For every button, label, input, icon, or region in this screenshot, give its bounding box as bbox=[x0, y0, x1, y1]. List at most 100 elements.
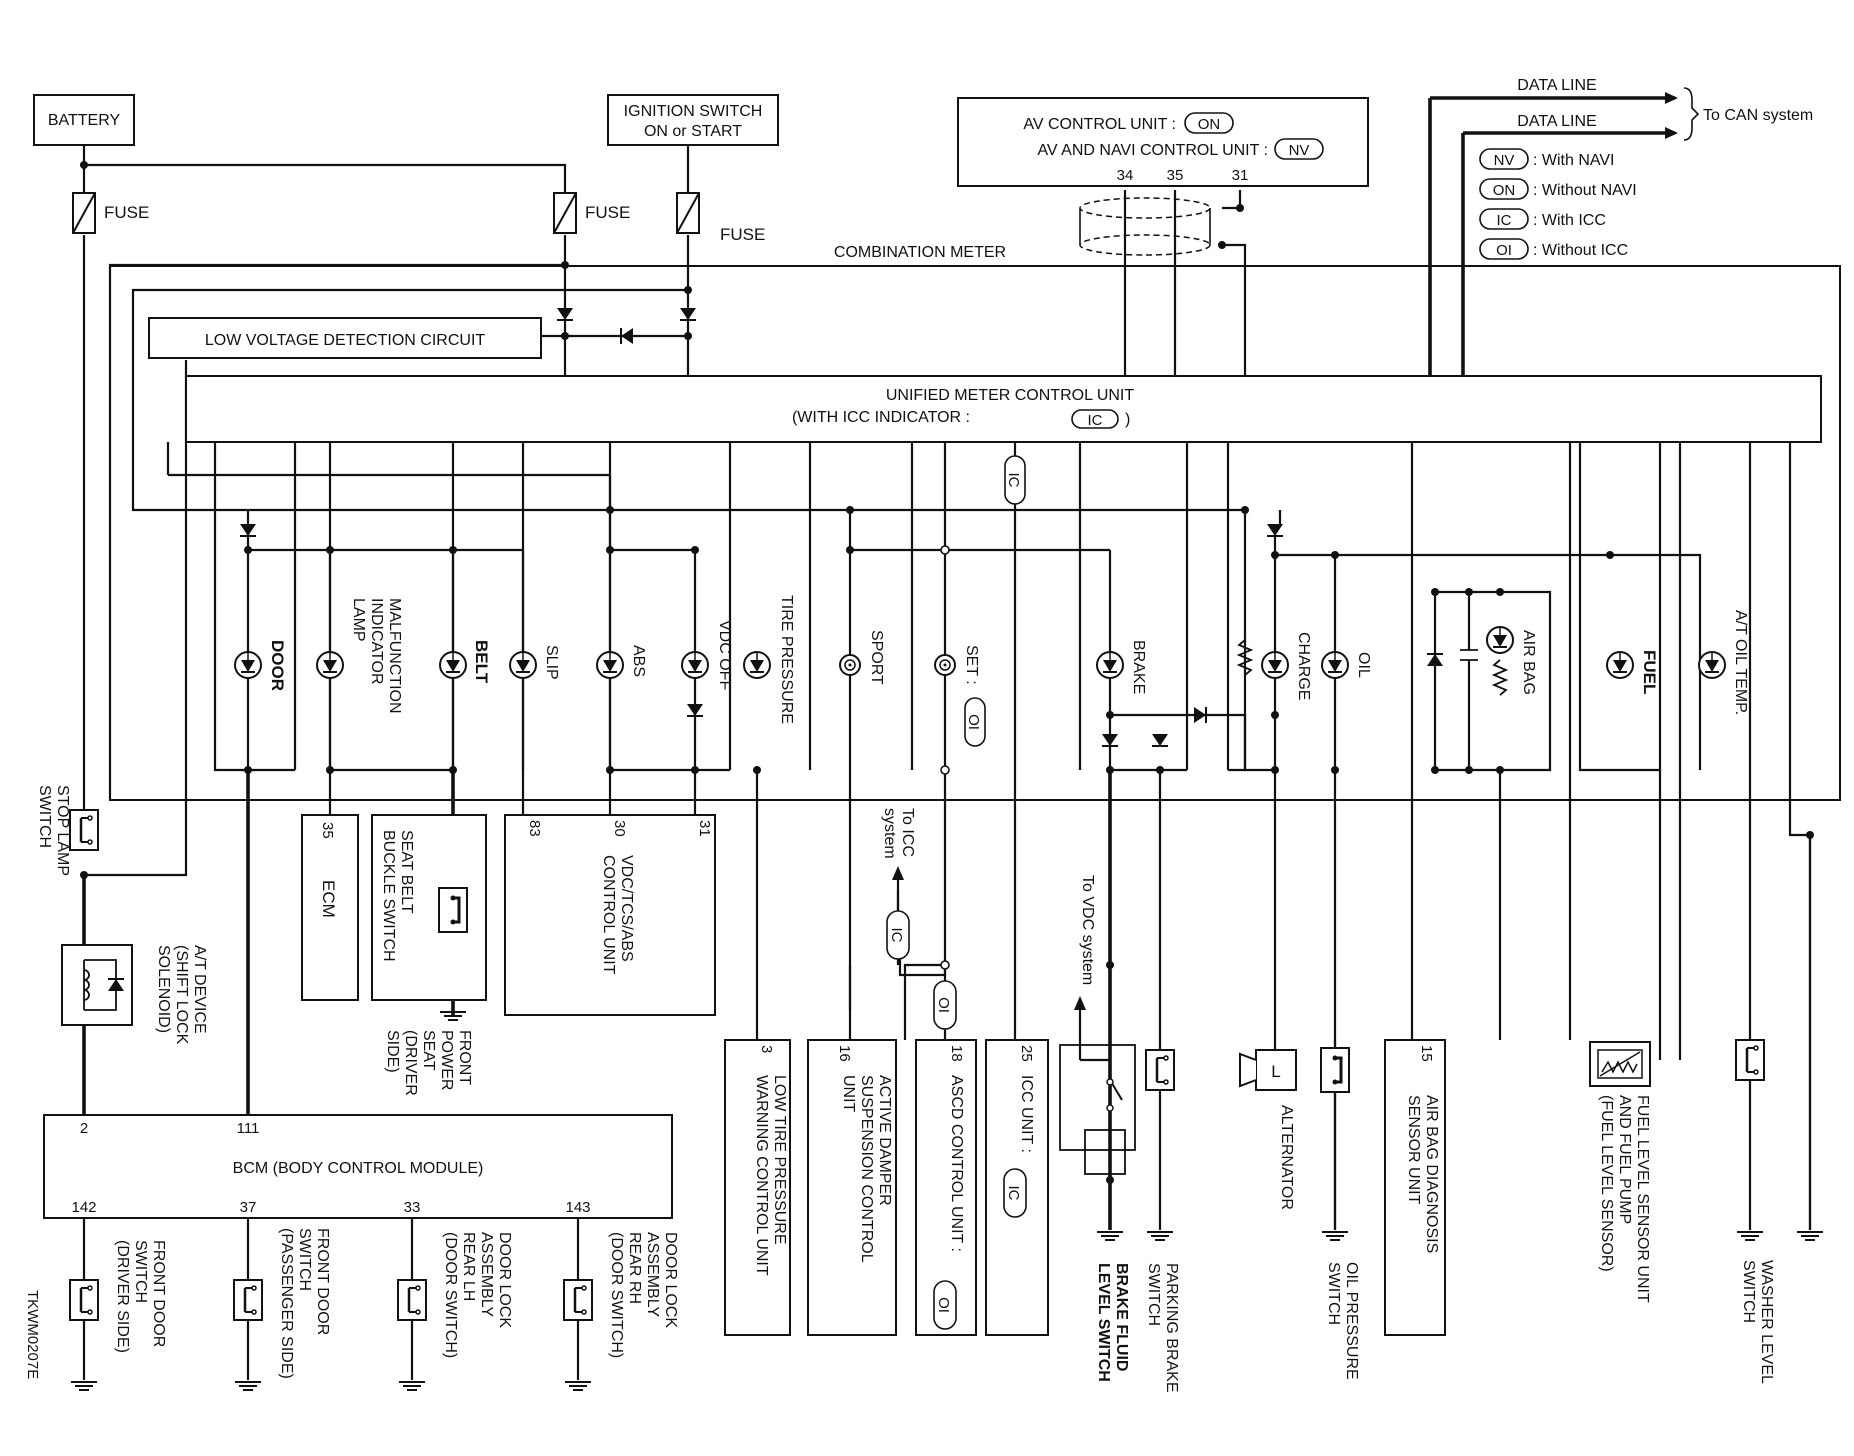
svg-text:IC: IC bbox=[1005, 473, 1022, 488]
svg-text:FUEL: FUEL bbox=[1640, 650, 1659, 694]
airbag-label-2: SENSOR UNIT bbox=[1405, 1095, 1422, 1205]
junction-dots bbox=[80, 161, 1814, 1184]
svg-text:OI: OI bbox=[965, 714, 982, 730]
svg-text:WASHER LEVEL: WASHER LEVEL bbox=[1758, 1260, 1775, 1384]
svg-text:: With NAVI: : With NAVI bbox=[1533, 152, 1615, 169]
svg-text:: Without NAVI: : Without NAVI bbox=[1533, 182, 1637, 199]
svg-text:(DOOR SWITCH): (DOOR SWITCH) bbox=[442, 1232, 459, 1358]
front-power-seat-label: FRONT POWER SEAT (DRIVER SIDE) bbox=[384, 1030, 473, 1096]
svg-text:SPORT: SPORT bbox=[868, 630, 885, 685]
ignition-switch-state: ON or START bbox=[644, 123, 742, 140]
svg-text:SWITCH: SWITCH bbox=[1145, 1263, 1162, 1326]
bcm-title: BCM (BODY CONTROL MODULE) bbox=[233, 1160, 484, 1177]
data-line-1-label: DATA LINE bbox=[1517, 77, 1596, 94]
svg-text:PARKING BRAKE: PARKING BRAKE bbox=[1163, 1263, 1180, 1393]
svg-text:FUEL LEVEL SENSOR UNIT: FUEL LEVEL SENSOR UNIT bbox=[1634, 1095, 1651, 1303]
vdc-pin-31: 31 bbox=[696, 820, 713, 837]
combination-meter-frame bbox=[109, 265, 1841, 801]
indicator-door: DOOR bbox=[234, 640, 287, 691]
av-control-unit-label: AV CONTROL UNIT : bbox=[1023, 116, 1176, 133]
ecm-label: ECM bbox=[319, 880, 338, 918]
av-nv-badge: NV bbox=[1274, 138, 1324, 160]
svg-text:SWITCH: SWITCH bbox=[1740, 1260, 1757, 1323]
vdc-pin-83: 83 bbox=[526, 820, 543, 837]
bcm-pin-33: 33 bbox=[404, 1199, 421, 1216]
to-icc-arrow: IC To ICC system bbox=[881, 808, 916, 965]
svg-text:ALTERNATOR: ALTERNATOR bbox=[1278, 1105, 1295, 1210]
ad-pin: 16 bbox=[836, 1045, 853, 1062]
svg-text:system: system bbox=[881, 808, 898, 859]
fuse-2-label: FUSE bbox=[585, 203, 630, 222]
seat-belt-label-2: BUCKLE SWITCH bbox=[380, 830, 397, 962]
door-lock-rear-rh: DOOR LOCK ASSEMBLY REAR RH (DOOR SWITCH) bbox=[562, 1232, 679, 1391]
svg-text:ASSEMBLY: ASSEMBLY bbox=[478, 1232, 495, 1317]
svg-text:(DRIVER SIDE): (DRIVER SIDE) bbox=[114, 1240, 131, 1353]
can-brace bbox=[1683, 87, 1700, 141]
air-bag-diagnosis-box bbox=[1384, 1039, 1446, 1336]
door-lock-rear-lh: DOOR LOCK ASSEMBLY REAR LH (DOOR SWITCH) bbox=[396, 1232, 513, 1391]
vdc-tcs-abs-control-unit-box bbox=[504, 814, 716, 1016]
unified-meter-control-unit bbox=[185, 375, 1822, 443]
svg-text:CHARGE: CHARGE bbox=[1295, 632, 1312, 700]
indicator-charge: CHARGE bbox=[1236, 523, 1312, 700]
svg-text:FRONT: FRONT bbox=[456, 1030, 473, 1085]
oil-pressure-switch: OIL PRESSURE SWITCH bbox=[1319, 1046, 1360, 1380]
indicator-slip: SLIP bbox=[509, 645, 560, 680]
indicator-tire-pressure: TIRE PRESSURE bbox=[743, 595, 795, 724]
svg-text:: Without ICC: : Without ICC bbox=[1533, 242, 1628, 259]
vdc-label-1: VDC/TCS/ABS bbox=[618, 855, 635, 962]
legend: NV: With NAVI ON: Without NAVI IC: With … bbox=[1479, 148, 1637, 260]
svg-text:MALFUNCTION: MALFUNCTION bbox=[386, 598, 403, 714]
fuel-level-sensor-unit: FUEL LEVEL SENSOR UNIT AND FUEL PUMP (FU… bbox=[1589, 1041, 1651, 1303]
svg-text:DOOR: DOOR bbox=[268, 640, 287, 691]
low-voltage-detection-label: LOW VOLTAGE DETECTION CIRCUIT bbox=[205, 332, 486, 349]
low-tire-pressure-unit-box bbox=[724, 1039, 791, 1336]
ascd-oi-badge: OI bbox=[933, 1280, 957, 1330]
bcm-pin-37: 37 bbox=[240, 1199, 257, 1216]
svg-text:BRAKE: BRAKE bbox=[1130, 640, 1147, 694]
svg-text:To ICC: To ICC bbox=[899, 808, 916, 857]
bcm-pin-2: 2 bbox=[80, 1120, 88, 1137]
indicator-malfunction: MALFUNCTION INDICATOR LAMP bbox=[316, 598, 403, 714]
svg-text:(DOOR SWITCH): (DOOR SWITCH) bbox=[608, 1232, 625, 1358]
svg-text:INDICATOR: INDICATOR bbox=[368, 598, 385, 685]
svg-text:REAR RH: REAR RH bbox=[626, 1232, 643, 1304]
diagram-code: TKWM0207E bbox=[24, 1290, 41, 1379]
svg-text:OIL: OIL bbox=[1355, 652, 1372, 678]
svg-text:IC: IC bbox=[1088, 412, 1103, 429]
av-pin-34: 34 bbox=[1117, 167, 1134, 184]
svg-text:OI: OI bbox=[935, 997, 952, 1013]
svg-text:SLIP: SLIP bbox=[543, 645, 560, 680]
indicator-abs: ABS bbox=[596, 645, 647, 679]
battery-label: BATTERY bbox=[48, 112, 121, 129]
at-device: A/T DEVICE (SHIFT LOCK SOLENOID) bbox=[61, 944, 208, 1045]
ascd-label: ASCD CONTROL UNIT : bbox=[948, 1075, 965, 1252]
data-line-2-label: DATA LINE bbox=[1517, 113, 1596, 130]
svg-text:LAMP: LAMP bbox=[350, 598, 367, 642]
svg-text:REAR LH: REAR LH bbox=[460, 1232, 477, 1301]
ad-label-2: SUSPENSION CONTROL bbox=[858, 1075, 875, 1263]
svg-text:ABS: ABS bbox=[630, 645, 647, 677]
indicator-at-oil-temp: A/T OIL TEMP. bbox=[1698, 610, 1749, 715]
svg-text:(PASSENGER SIDE): (PASSENGER SIDE) bbox=[278, 1228, 295, 1379]
svg-text:FRONT DOOR: FRONT DOOR bbox=[314, 1228, 331, 1335]
bcm-pin-142: 142 bbox=[71, 1199, 96, 1216]
svg-text:FRONT DOOR: FRONT DOOR bbox=[150, 1240, 167, 1347]
ecm-box bbox=[301, 814, 359, 1001]
svg-text:ON: ON bbox=[1493, 182, 1516, 199]
open-dots bbox=[940, 545, 950, 970]
svg-text:IC: IC bbox=[888, 928, 905, 943]
legend-ic: IC: With ICC bbox=[1479, 208, 1606, 230]
legend-nv: NV: With NAVI bbox=[1479, 148, 1615, 170]
icc-ic-badge: IC bbox=[1003, 1168, 1027, 1218]
fuse-1-label: FUSE bbox=[104, 203, 149, 222]
seat-belt-label-1: SEAT BELT bbox=[398, 830, 415, 914]
svg-text:IC: IC bbox=[1497, 212, 1512, 229]
bcm-pin-111: 111 bbox=[237, 1120, 260, 1137]
svg-text:(DRIVER: (DRIVER bbox=[402, 1030, 419, 1096]
ltp-pin: 3 bbox=[758, 1045, 775, 1053]
svg-text:SWITCH: SWITCH bbox=[36, 785, 53, 848]
svg-text:OI: OI bbox=[1496, 242, 1512, 259]
svg-text:BELT: BELT bbox=[472, 640, 491, 684]
indicator-fuel: FUEL bbox=[1606, 650, 1659, 694]
